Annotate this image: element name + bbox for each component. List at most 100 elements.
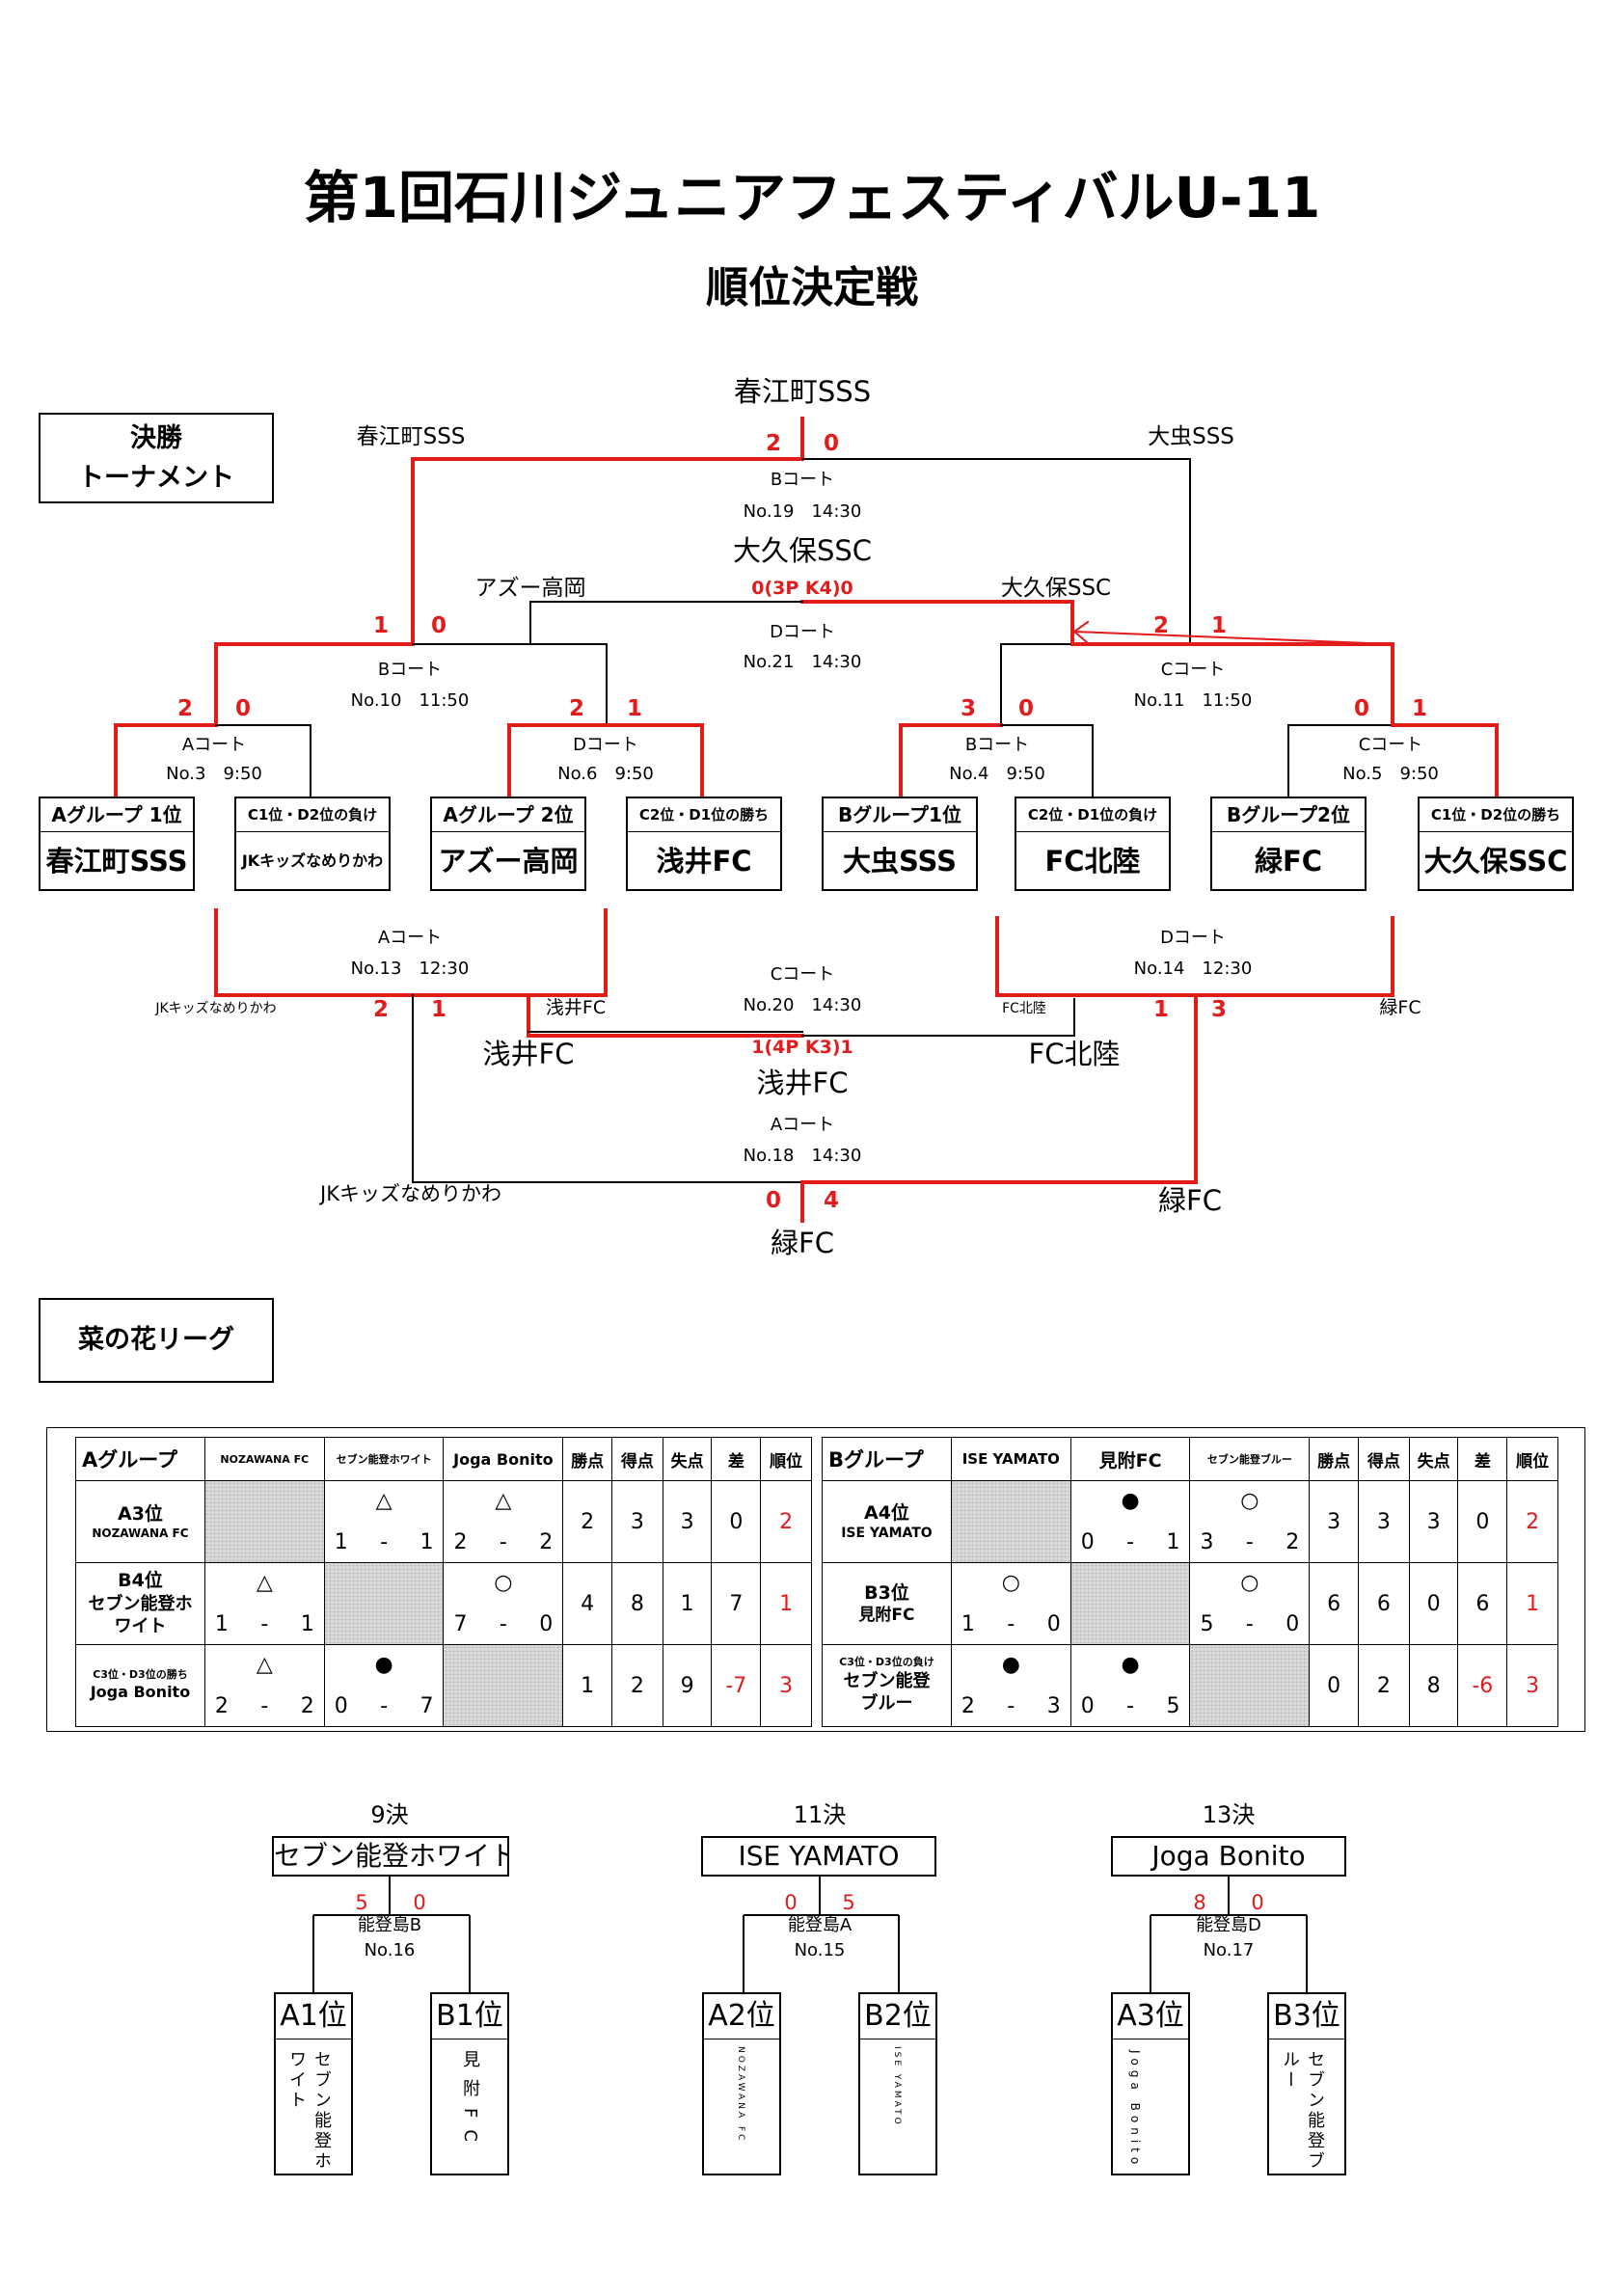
third-score: 0(3P K4)0	[751, 578, 853, 599]
placement-13-right-team: セブン能登ブルー	[1280, 2050, 1325, 2172]
score-right: 1	[300, 1612, 314, 1636]
qf3-score-left: 3	[961, 696, 976, 721]
placement-9-title: 9決	[370, 1801, 408, 1828]
advance-arrow	[1072, 630, 1394, 646]
placement-11-winner: ISE YAMATO	[738, 1840, 900, 1872]
final-match: No.19 14:30	[744, 501, 862, 522]
pts-cell: 6	[1309, 1562, 1359, 1645]
placement-9-left-team: セブン能登ホワイト	[286, 2050, 332, 2172]
header-ga: 失点	[662, 1437, 713, 1481]
table-row: B3位見附FC ○1-0 ○5-0 6 6 0 6 1	[822, 1562, 1558, 1645]
group-a-col-1: NOZAWANA FC	[203, 1437, 325, 1481]
final-left-team: 春江町SSS	[357, 424, 466, 449]
lower-left-match: No.13 12:30	[351, 959, 470, 979]
result-cell: ○5-0	[1189, 1562, 1311, 1645]
team-box-label: Aグループ 1位	[41, 798, 193, 832]
group-b-table: Bグループ ISE YAMATO 見附FC セブン能登ブルー 勝点 得点 失点 …	[822, 1437, 1558, 1727]
lower-right-court: Dコート	[1160, 928, 1226, 948]
placement-11-right-box: B2位 ISE YAMATO	[858, 1992, 937, 2175]
group-b-name: Bグループ	[822, 1437, 952, 1481]
diff-cell: 0	[1457, 1480, 1508, 1563]
diff-cell: -7	[711, 1644, 762, 1727]
rank-cell: 2	[760, 1480, 812, 1563]
third-winner: 大久保SSC	[733, 534, 872, 567]
seventh-right-team: 緑FC	[1158, 1184, 1222, 1217]
result-mark: △	[375, 1489, 392, 1513]
lower-right-right-team: 緑FC	[1379, 997, 1421, 1018]
placement-13-title: 13決	[1203, 1801, 1256, 1828]
seventh-winner: 緑FC	[771, 1227, 834, 1259]
qf2-score-left: 2	[569, 696, 584, 721]
ga-cell: 9	[662, 1644, 713, 1727]
result-cell: △1-1	[323, 1480, 445, 1563]
row-team-cell: B4位セブン能登ホワイト	[75, 1562, 205, 1645]
placement-9-left-box: A1位 セブン能登ホワイト	[274, 1992, 353, 2175]
placement-9-right-pos: B1位	[432, 1994, 507, 2039]
fifth-winner: 浅井FC	[757, 1067, 849, 1099]
group-b-col-2: 見附FC	[1069, 1437, 1191, 1481]
placement-13-court: 能登島D	[1196, 1915, 1261, 1935]
fifth-score: 1(4P K3)1	[751, 1037, 853, 1058]
score-left: 3	[1200, 1530, 1214, 1554]
ga-cell: 3	[662, 1480, 713, 1563]
self-cell	[203, 1480, 325, 1563]
team-box-name: 緑FC	[1254, 845, 1323, 878]
diff-cell: 7	[711, 1562, 762, 1645]
placement-11-right-team: ISE YAMATO	[892, 2046, 902, 2127]
sf-left-match: No.10 11:50	[351, 690, 470, 711]
result-mark: ○	[494, 1571, 513, 1595]
score-right: 5	[1166, 1694, 1180, 1718]
self-cell	[950, 1480, 1071, 1563]
fifth-court: Cコート	[771, 964, 835, 985]
score-left: 0	[334, 1694, 348, 1718]
placement-9-match: No.16	[365, 1940, 416, 1960]
lower-right-left-team: FC北陸	[1002, 1001, 1046, 1016]
gf-cell: 8	[610, 1562, 663, 1645]
pts-cell: 1	[562, 1644, 612, 1727]
result-cell: ○1-0	[950, 1562, 1071, 1645]
score-left: 2	[961, 1694, 975, 1718]
qf4-score-right: 1	[1412, 696, 1427, 721]
qf3-score-right: 0	[1018, 696, 1034, 721]
group-b-col-1: ISE YAMATO	[950, 1437, 1071, 1481]
result-cell: △2-2	[203, 1644, 325, 1727]
score-left: 1	[961, 1612, 975, 1636]
row-team: セブン能登ホワイト	[88, 1593, 193, 1637]
diff-cell: 6	[1457, 1562, 1508, 1645]
seventh-left-team: JKキッズなめりかわ	[318, 1182, 501, 1205]
row-team: 見附FC	[858, 1606, 915, 1626]
team-box-c2d1-lose: C2位・D1位の負け FC北陸	[1015, 797, 1171, 891]
team-box-b2: Bグループ2位 緑FC	[1210, 797, 1367, 891]
fifth-match: No.20 14:30	[744, 995, 862, 1015]
row-team-cell: C3位・D3位の負けセブン能登ブルー	[822, 1644, 952, 1727]
score-right: 2	[300, 1694, 314, 1718]
self-cell	[1069, 1562, 1191, 1645]
final-winner: 春江町SSS	[734, 375, 871, 408]
third-court: Dコート	[770, 622, 835, 642]
sf-right-line-a	[1000, 643, 1073, 726]
sf-left-court: Bコート	[378, 660, 442, 680]
placement-13-winner-box: Joga Bonito	[1111, 1836, 1346, 1877]
qf4-score-left: 0	[1354, 696, 1369, 721]
row-pos: A4位	[863, 1501, 909, 1524]
rank-cell: 1	[1506, 1562, 1558, 1645]
placement-9-winner-box: セブン能登ホワイト	[272, 1836, 509, 1877]
team-box-c1d2-win: C1位・D2位の勝ち 大久保SSC	[1418, 797, 1574, 891]
placement-13-score-left: 8	[1193, 1891, 1205, 1914]
group-a-table: Aグループ NOZAWANA FC セブン能登ホワイト Joga Bonito …	[75, 1437, 812, 1727]
score-right: 0	[1286, 1612, 1300, 1636]
row-pos: B4位	[118, 1570, 163, 1592]
gf-cell: 6	[1357, 1562, 1410, 1645]
row-team: ISE YAMATO	[841, 1526, 933, 1542]
placement-11-left-pos: A2位	[704, 1994, 779, 2039]
final-score-right: 0	[824, 431, 839, 456]
team-box-c2d1-win: C2位・D1位の勝ち 浅井FC	[626, 797, 782, 891]
result-mark: ○	[1240, 1571, 1259, 1595]
placement-9-left-pos: A1位	[276, 1994, 351, 2039]
team-box-label: Aグループ 2位	[432, 798, 584, 832]
group-b-col-3: セブン能登ブルー	[1189, 1437, 1311, 1481]
sf-left-lose-line	[412, 643, 608, 726]
